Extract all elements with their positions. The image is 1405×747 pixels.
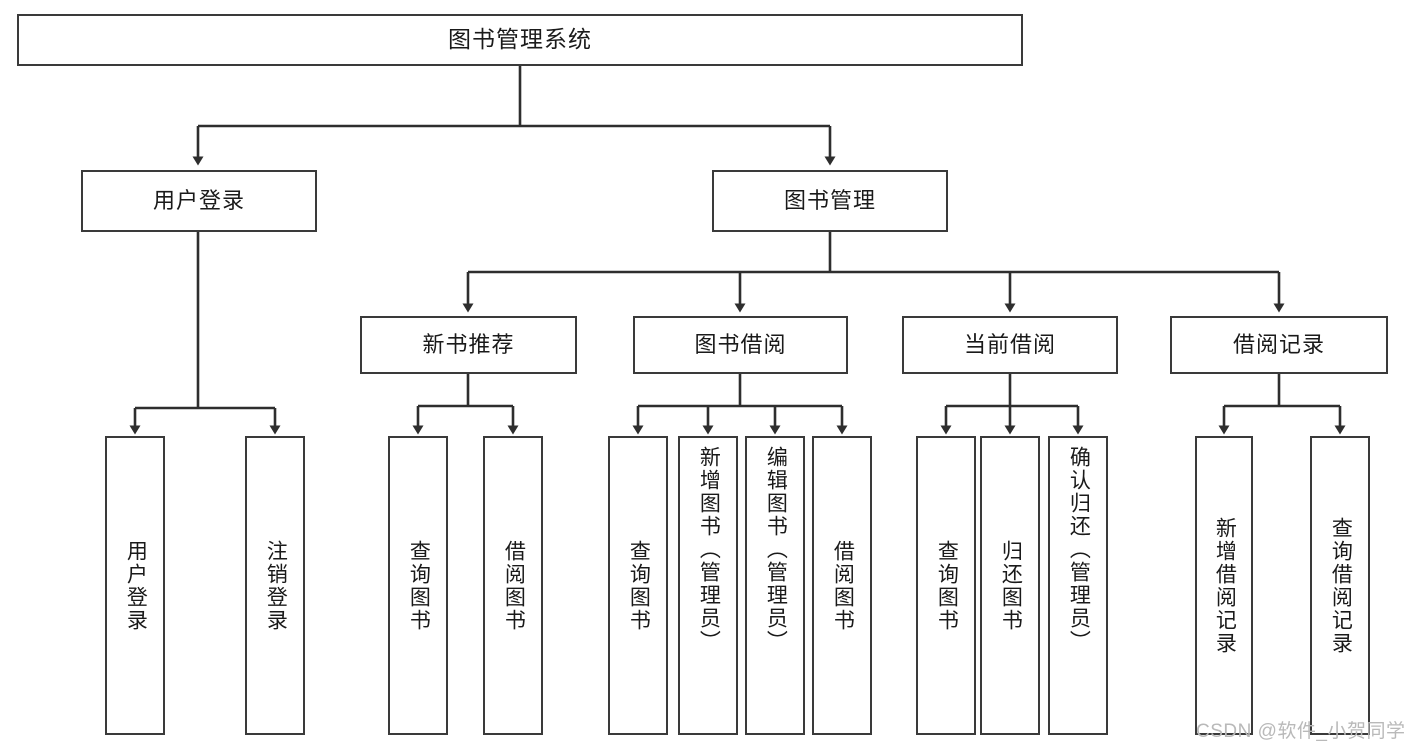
leaf-user-logout[interactable]: 注销登录: [245, 436, 305, 735]
node-label: 图书借阅: [694, 331, 787, 357]
node-label: 查询借阅记录: [1329, 516, 1353, 655]
csdn-watermark: CSDN @软件_小贺同学: [1196, 716, 1405, 743]
node-label: 当前借阅: [963, 331, 1056, 357]
node-label: 新增图书（管理员）: [697, 446, 721, 653]
node-label: 查询图书: [407, 539, 431, 632]
node-label: 注销登录: [264, 539, 288, 632]
node-new-book-recommend[interactable]: 新书推荐: [360, 316, 577, 374]
leaf-query-book-borrow[interactable]: 查询图书: [608, 436, 668, 735]
leaf-add-borrow-record[interactable]: 新增借阅记录: [1195, 436, 1253, 735]
node-borrow-record[interactable]: 借阅记录: [1170, 316, 1388, 374]
leaf-return-book[interactable]: 归还图书: [980, 436, 1040, 735]
node-label: 借阅图书: [502, 539, 526, 632]
leaf-borrow-book[interactable]: 借阅图书: [812, 436, 872, 735]
node-book-borrow[interactable]: 图书借阅: [633, 316, 848, 374]
leaf-user-login[interactable]: 用户登录: [105, 436, 165, 735]
node-label: 新书推荐: [422, 331, 515, 357]
node-label: 用户登录: [124, 539, 148, 632]
leaf-borrow-book-recommend[interactable]: 借阅图书: [483, 436, 543, 735]
node-label: 借阅图书: [831, 539, 855, 632]
leaf-query-book-recommend[interactable]: 查询图书: [388, 436, 448, 735]
node-root-book-management-system[interactable]: 图书管理系统: [17, 14, 1023, 66]
leaf-edit-book-admin[interactable]: 编辑图书（管理员）: [745, 436, 805, 735]
leaf-add-book-admin[interactable]: 新增图书（管理员）: [678, 436, 738, 735]
leaf-confirm-return-admin[interactable]: 确认归还（管理员）: [1048, 436, 1108, 735]
node-user-login[interactable]: 用户登录: [81, 170, 317, 232]
leaf-query-borrow-record[interactable]: 查询借阅记录: [1310, 436, 1370, 735]
watermark-text: CSDN @软件_小贺同学: [1196, 721, 1405, 742]
node-label: 借阅记录: [1232, 331, 1325, 357]
node-label: 查询图书: [935, 539, 959, 632]
node-label: 编辑图书（管理员）: [764, 446, 788, 653]
node-label: 图书管理: [783, 187, 876, 213]
node-book-management[interactable]: 图书管理: [712, 170, 948, 232]
node-current-borrow[interactable]: 当前借阅: [902, 316, 1118, 374]
node-label: 确认归还（管理员）: [1067, 446, 1091, 653]
node-label: 查询图书: [627, 539, 651, 632]
node-label: 归还图书: [999, 539, 1023, 632]
node-label: 新增借阅记录: [1213, 516, 1237, 655]
node-label: 图书管理系统: [448, 26, 592, 53]
leaf-query-book-current[interactable]: 查询图书: [916, 436, 976, 735]
node-label: 用户登录: [152, 187, 245, 213]
